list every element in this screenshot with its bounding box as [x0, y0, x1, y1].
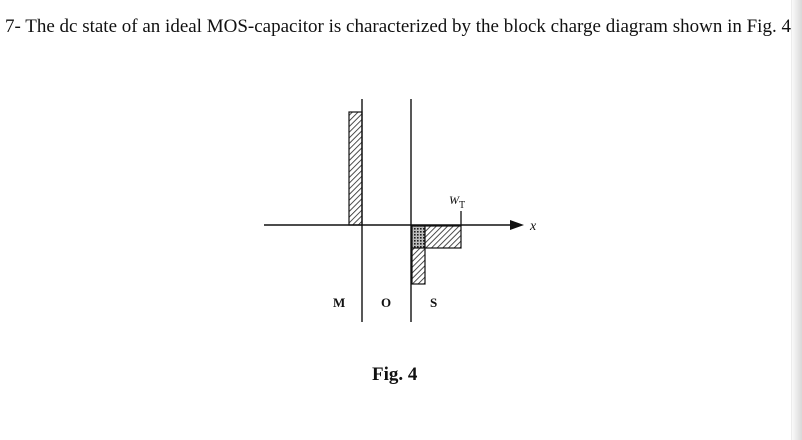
metal-charge-block: [348, 111, 363, 226]
depletion-charge-block: [424, 225, 462, 249]
region-label-metal: M: [333, 295, 345, 310]
overlap-charge-block: [411, 225, 426, 249]
depletion-width-label: WT: [449, 193, 465, 211]
page-edge-shadow: [791, 0, 802, 440]
figure-caption: Fig. 4: [372, 364, 418, 385]
region-label-oxide: O: [381, 295, 391, 310]
depletion-width-subscript: T: [459, 200, 465, 211]
question-text: 7- The dc state of an ideal MOS-capacito…: [5, 16, 791, 37]
x-axis-arrowhead: [510, 220, 524, 230]
region-label-semiconductor: S: [430, 295, 437, 310]
x-axis-label: x: [529, 219, 537, 234]
